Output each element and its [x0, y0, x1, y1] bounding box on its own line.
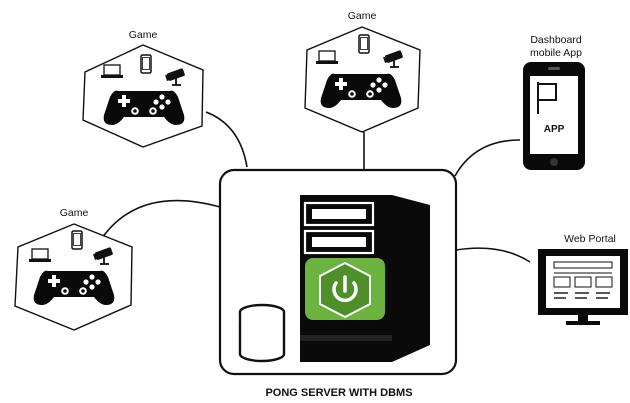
connection-lines: [101, 111, 531, 263]
web-portal-label: Web Portal: [564, 233, 616, 245]
game-label: Game: [129, 29, 158, 41]
game-node-left-top: Game: [82, 29, 204, 148]
game-label: Game: [60, 207, 89, 219]
line-game-left-bottom: [101, 199, 221, 239]
phone-icon: [140, 54, 152, 74]
line-web-portal: [455, 247, 531, 263]
database-icon: [238, 303, 286, 363]
laptop-icon: [28, 248, 52, 263]
web-portal-node: Web Portal: [538, 233, 628, 325]
monitor-icon: [538, 249, 628, 325]
app-screen-text: APP: [544, 124, 565, 135]
server-tower-icon: [300, 195, 430, 362]
game-node-center-top: Game: [304, 10, 421, 133]
laptop-icon: [315, 50, 339, 65]
power-icon: [332, 275, 358, 303]
laptop-icon: [100, 64, 124, 79]
line-game-left-top: [205, 111, 248, 168]
dashboard-label-line1: Dashboard: [530, 34, 582, 46]
phone-icon: [358, 34, 370, 54]
pong-server-node: [218, 168, 458, 376]
dashboard-app-node: Dashboard mobile App APP: [523, 34, 585, 170]
dashboard-label-line2: mobile App: [530, 47, 582, 59]
game-label: Game: [348, 10, 377, 22]
line-dashboard-app: [454, 139, 521, 177]
game-node-left-bottom: Game: [14, 207, 133, 331]
server-caption: PONG SERVER WITH DBMS: [265, 387, 412, 399]
phone-icon: [71, 230, 83, 250]
smartphone-icon: [523, 62, 585, 170]
